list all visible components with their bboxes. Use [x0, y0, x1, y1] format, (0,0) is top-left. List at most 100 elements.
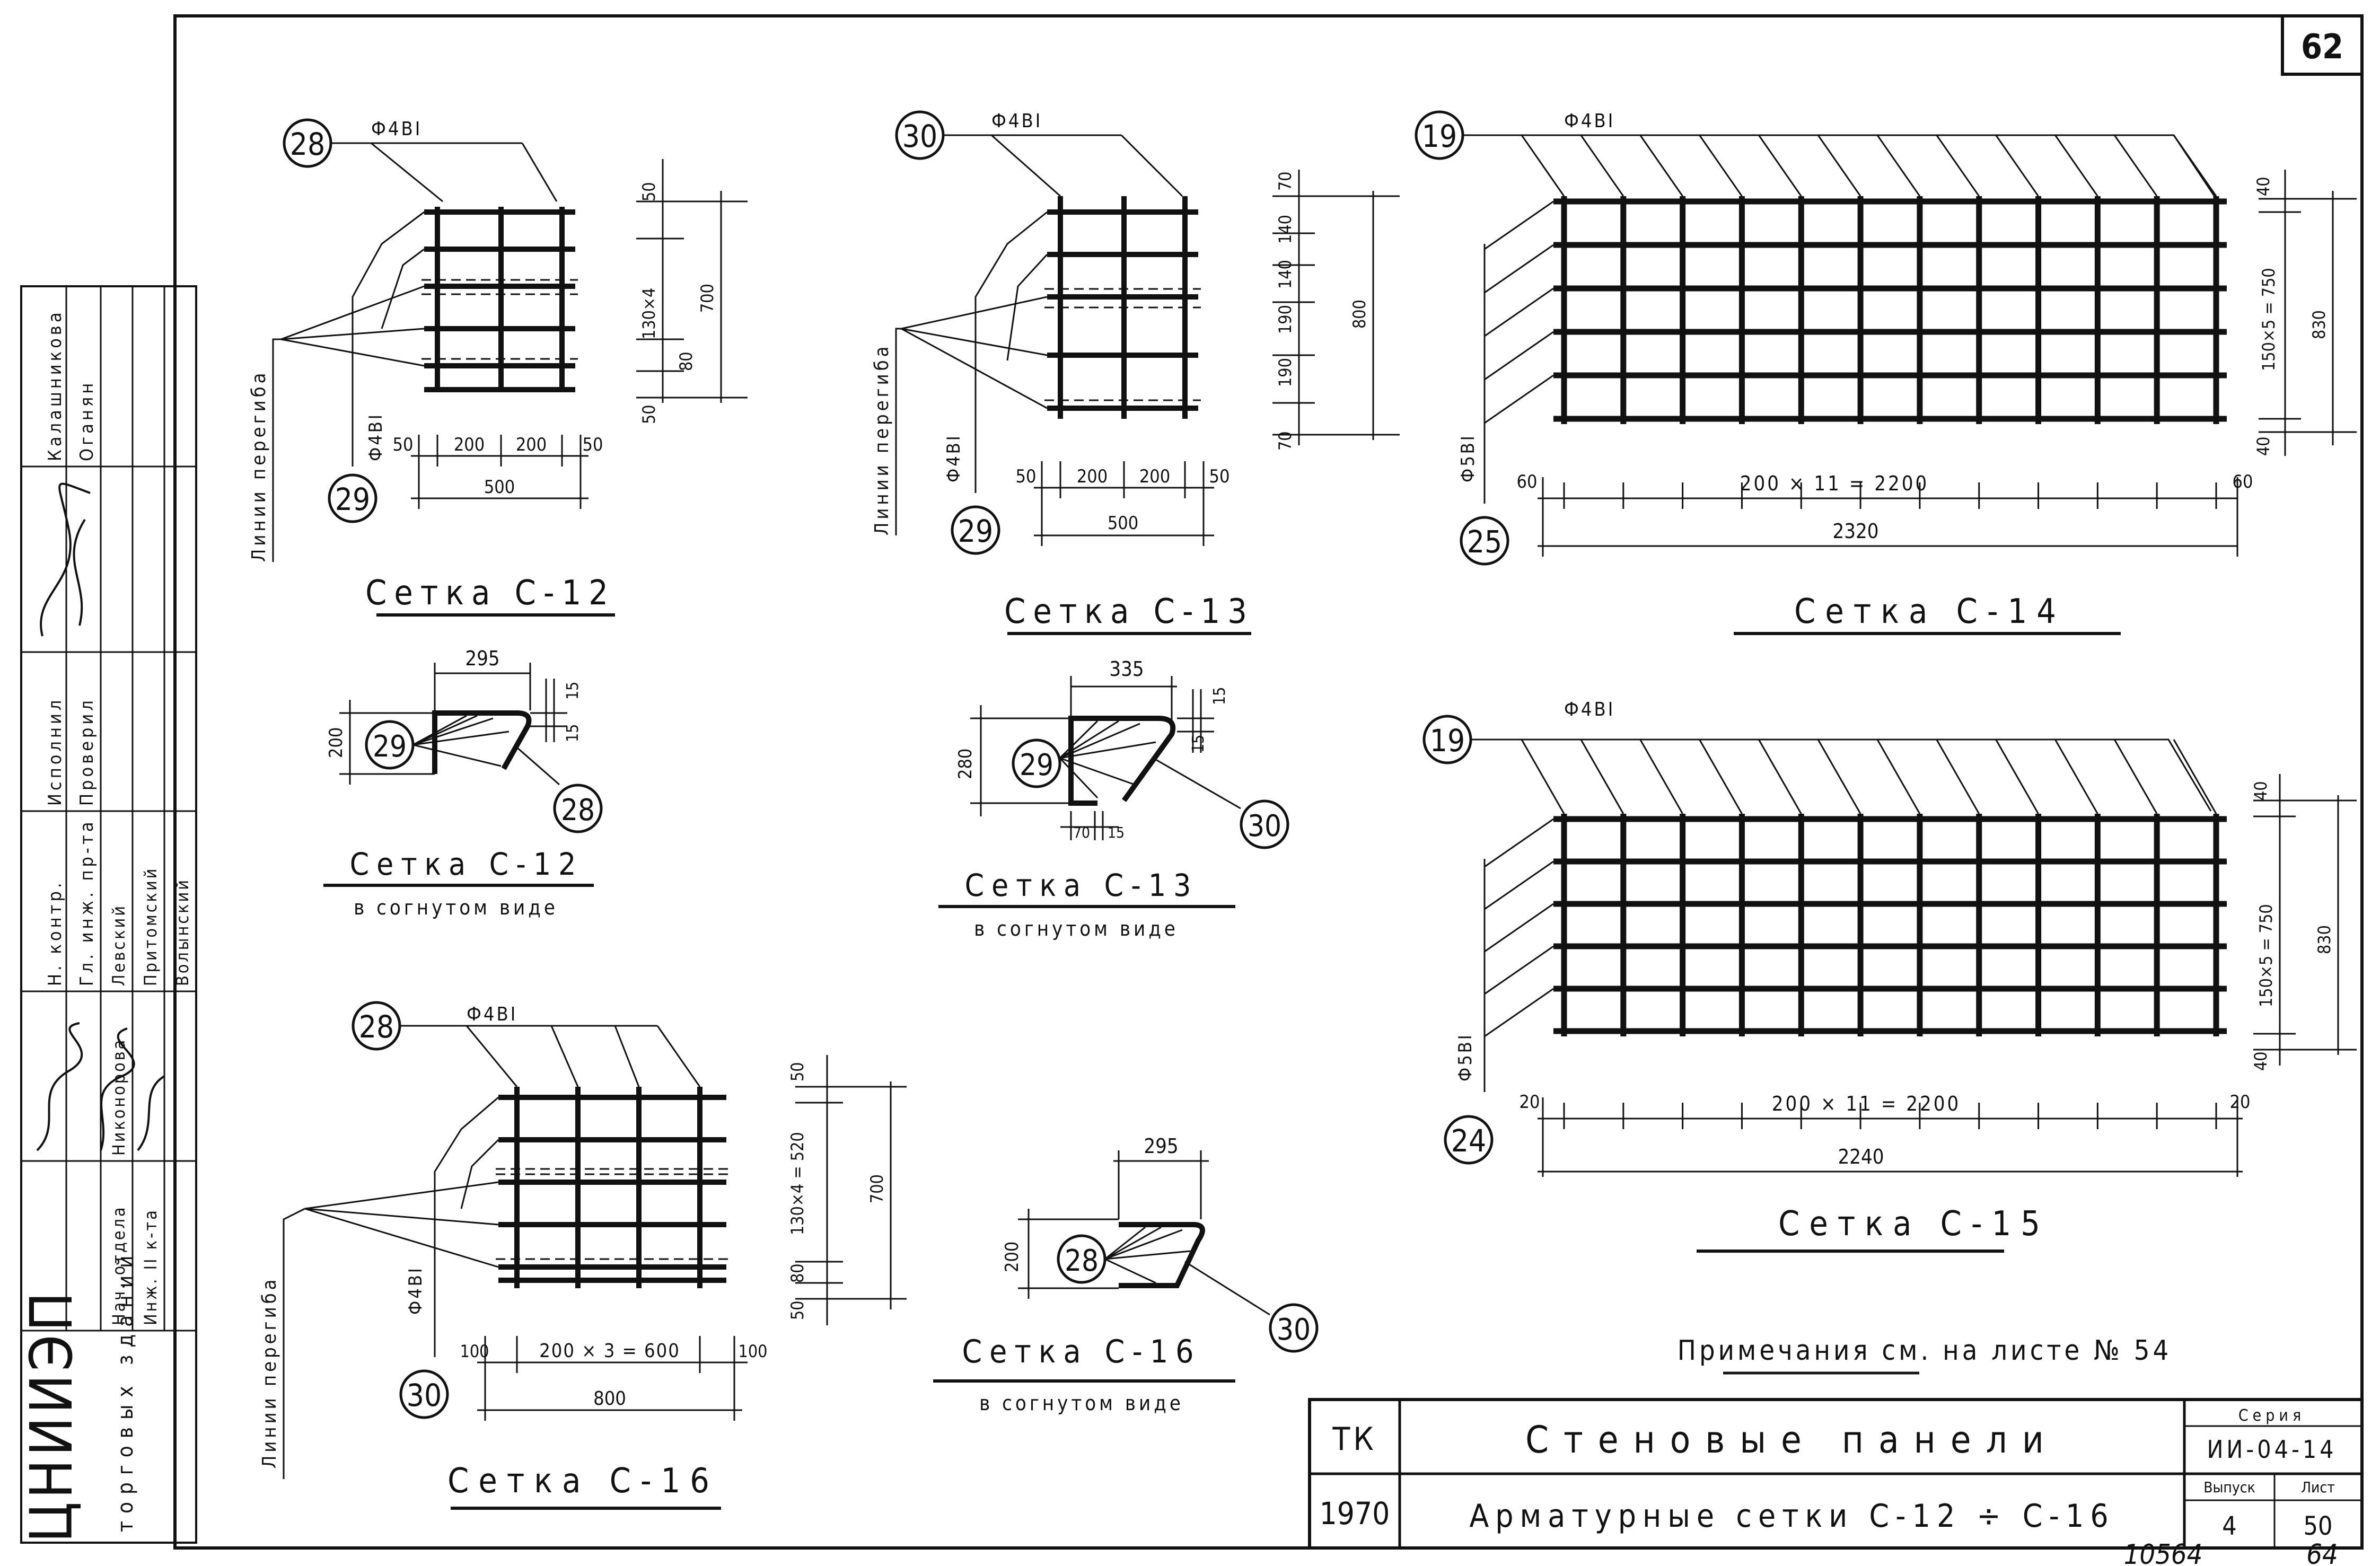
dim-total-height: 700	[867, 1174, 887, 1203]
position-marker	[1240, 799, 1289, 849]
bent-subtitle: в согнутом виде	[354, 896, 558, 919]
sheet-label: Лист	[2301, 1479, 2335, 1496]
bend-line-label: Линии перегиба	[259, 1277, 280, 1468]
title-block: ТК 1970 Стеновые панели Арматурные сетки…	[1308, 1398, 2364, 1550]
bar-label-side: Ф4ВI	[365, 412, 387, 461]
bent-width: 335	[1109, 657, 1144, 681]
bar-leader	[1484, 945, 1554, 995]
bar-leader	[1484, 374, 1554, 424]
dim-total-width: 500	[1108, 513, 1138, 534]
mesh-c12: 28 Ф4ВI Линии перегиба Ф4ВI	[248, 118, 748, 617]
stamp-role-5: Нач. отдела	[109, 1205, 129, 1325]
dim-bottom-4: 50	[583, 434, 603, 455]
dim-bottom-1: 50	[1016, 466, 1037, 487]
dim-right-2: 130×4	[639, 288, 659, 339]
dim-right-3: 140	[1275, 260, 1295, 289]
stamp-name-3: Левский	[109, 904, 129, 986]
dim-right-1: 50	[787, 1062, 807, 1081]
bar-leader	[1484, 860, 1554, 910]
bar-leader	[1995, 739, 2039, 814]
bar-leader	[1484, 287, 1554, 337]
dim-right-2: 130×4 = 520	[787, 1132, 807, 1235]
dim-bottom-2: 200 × 11 = 2200	[1772, 1092, 1961, 1115]
position-number: 30	[902, 118, 937, 154]
dim-total-width: 2240	[1838, 1145, 1884, 1168]
mesh-title: Сетка С-16	[447, 1462, 719, 1501]
bar-leader	[1817, 135, 1861, 197]
mesh-title: Сетка С-14	[1794, 592, 2066, 631]
bent-height: 200	[1002, 1242, 1023, 1272]
bar-leader	[2054, 135, 2098, 197]
bent-width: 295	[1144, 1134, 1178, 1158]
dim-bottom-1: 20	[1520, 1092, 1540, 1113]
position-marker	[328, 473, 377, 523]
mesh-c16: 28 Ф4ВI Линии перегиба	[259, 1001, 907, 1510]
page-number: 62	[2301, 28, 2343, 67]
bend-line-label: Линии перегиба	[871, 344, 893, 535]
bent-shape	[1068, 716, 1176, 806]
bar-leader	[1484, 988, 1554, 1037]
bar-leader	[1758, 135, 1802, 197]
dim-total-height: 800	[1349, 300, 1369, 329]
dim-right-2: 140	[1275, 215, 1295, 244]
position-number: 28	[359, 1009, 394, 1045]
bent-height: 280	[955, 749, 976, 779]
position-number: 30	[407, 1377, 442, 1413]
sheet-value: 50	[2304, 1511, 2333, 1541]
bent-subtitle: в согнутом виде	[974, 917, 1179, 940]
position-number: 28	[1065, 1244, 1099, 1278]
dim-right-4: 190	[1275, 305, 1295, 334]
position-number: 29	[958, 513, 993, 549]
stamp-name-6: Никонорова	[109, 1038, 129, 1156]
stamp-role-3: Н. контр.	[45, 879, 66, 986]
bent-subtitle: в согнутом виде	[979, 1392, 1184, 1415]
dim-bottom-1: 100	[460, 1341, 489, 1361]
bent-view-c16: 295 200 28 30 Сетка С-16 в согнутом виде	[933, 1134, 1319, 1415]
stamp-name-1: Калашникова	[45, 309, 66, 461]
title-line-2: Арматурные сетки С-12 ÷ С-16	[1469, 1498, 2114, 1535]
bent-title: Сетка С-12	[350, 846, 584, 882]
dim-right-3: 40	[2251, 1051, 2271, 1071]
position-number: 28	[290, 126, 325, 162]
bar-leader	[2113, 135, 2158, 197]
bar-label-side: Ф4ВI	[405, 1266, 426, 1315]
dim-bottom-3: 60	[2233, 471, 2253, 492]
mesh-title: Сетка С-15	[1778, 1204, 2050, 1244]
bent-title: Сетка С-13	[965, 867, 1199, 903]
bar-label-top: Ф4ВI	[1564, 699, 1615, 720]
page-number-box	[2281, 14, 2364, 76]
position-number: 19	[1430, 723, 1465, 759]
dim-right-3: 80	[787, 1263, 807, 1283]
series-label: Серия	[2238, 1406, 2305, 1425]
mesh-c13: 30 Ф4ВI Линии перегиба Ф4ВI 29	[871, 110, 1400, 635]
bent-offset-b: 15	[1189, 735, 1208, 753]
position-number: 25	[1467, 524, 1502, 560]
bar-leader	[1639, 739, 1683, 814]
bent-height: 200	[326, 727, 347, 758]
side-stamp: Исполнил Проверил Н. контр. Гл. инж. пр-…	[17, 285, 197, 1544]
position-number: 30	[1248, 809, 1281, 843]
dim-right-2: 150×5 = 750	[2259, 268, 2279, 371]
stamp-organization: ЦНИИЭП	[17, 1289, 85, 1543]
position-number: 29	[335, 481, 370, 517]
dim-total-width: 800	[593, 1388, 626, 1410]
bar-leader	[1484, 903, 1554, 953]
position-marker	[1012, 738, 1061, 788]
bent-shape	[1119, 1222, 1205, 1288]
series-value: ИИ-04-14	[2207, 1435, 2337, 1464]
bent-view-c12: 295 200 15 15 29 28 Сетка С-12 в согнуто…	[323, 647, 603, 919]
bent-dim-d: 15	[1108, 824, 1125, 841]
bar-label-top: Ф4ВI	[991, 110, 1042, 132]
bar-leader	[1995, 135, 2039, 197]
bar-leader	[1936, 135, 1980, 197]
dim-bottom-2: 200	[454, 434, 485, 455]
bar-label-side: Ф5ВI	[1455, 1033, 1476, 1081]
position-marker	[399, 1369, 449, 1419]
bend-line-label: Линии перегиба	[248, 370, 270, 562]
position-number: 29	[373, 729, 407, 764]
dim-right-3: 40	[2253, 436, 2273, 456]
signature-1	[40, 482, 91, 637]
bent-offset-a: 15	[564, 682, 582, 700]
mesh-title: Сетка С-12	[365, 574, 616, 613]
